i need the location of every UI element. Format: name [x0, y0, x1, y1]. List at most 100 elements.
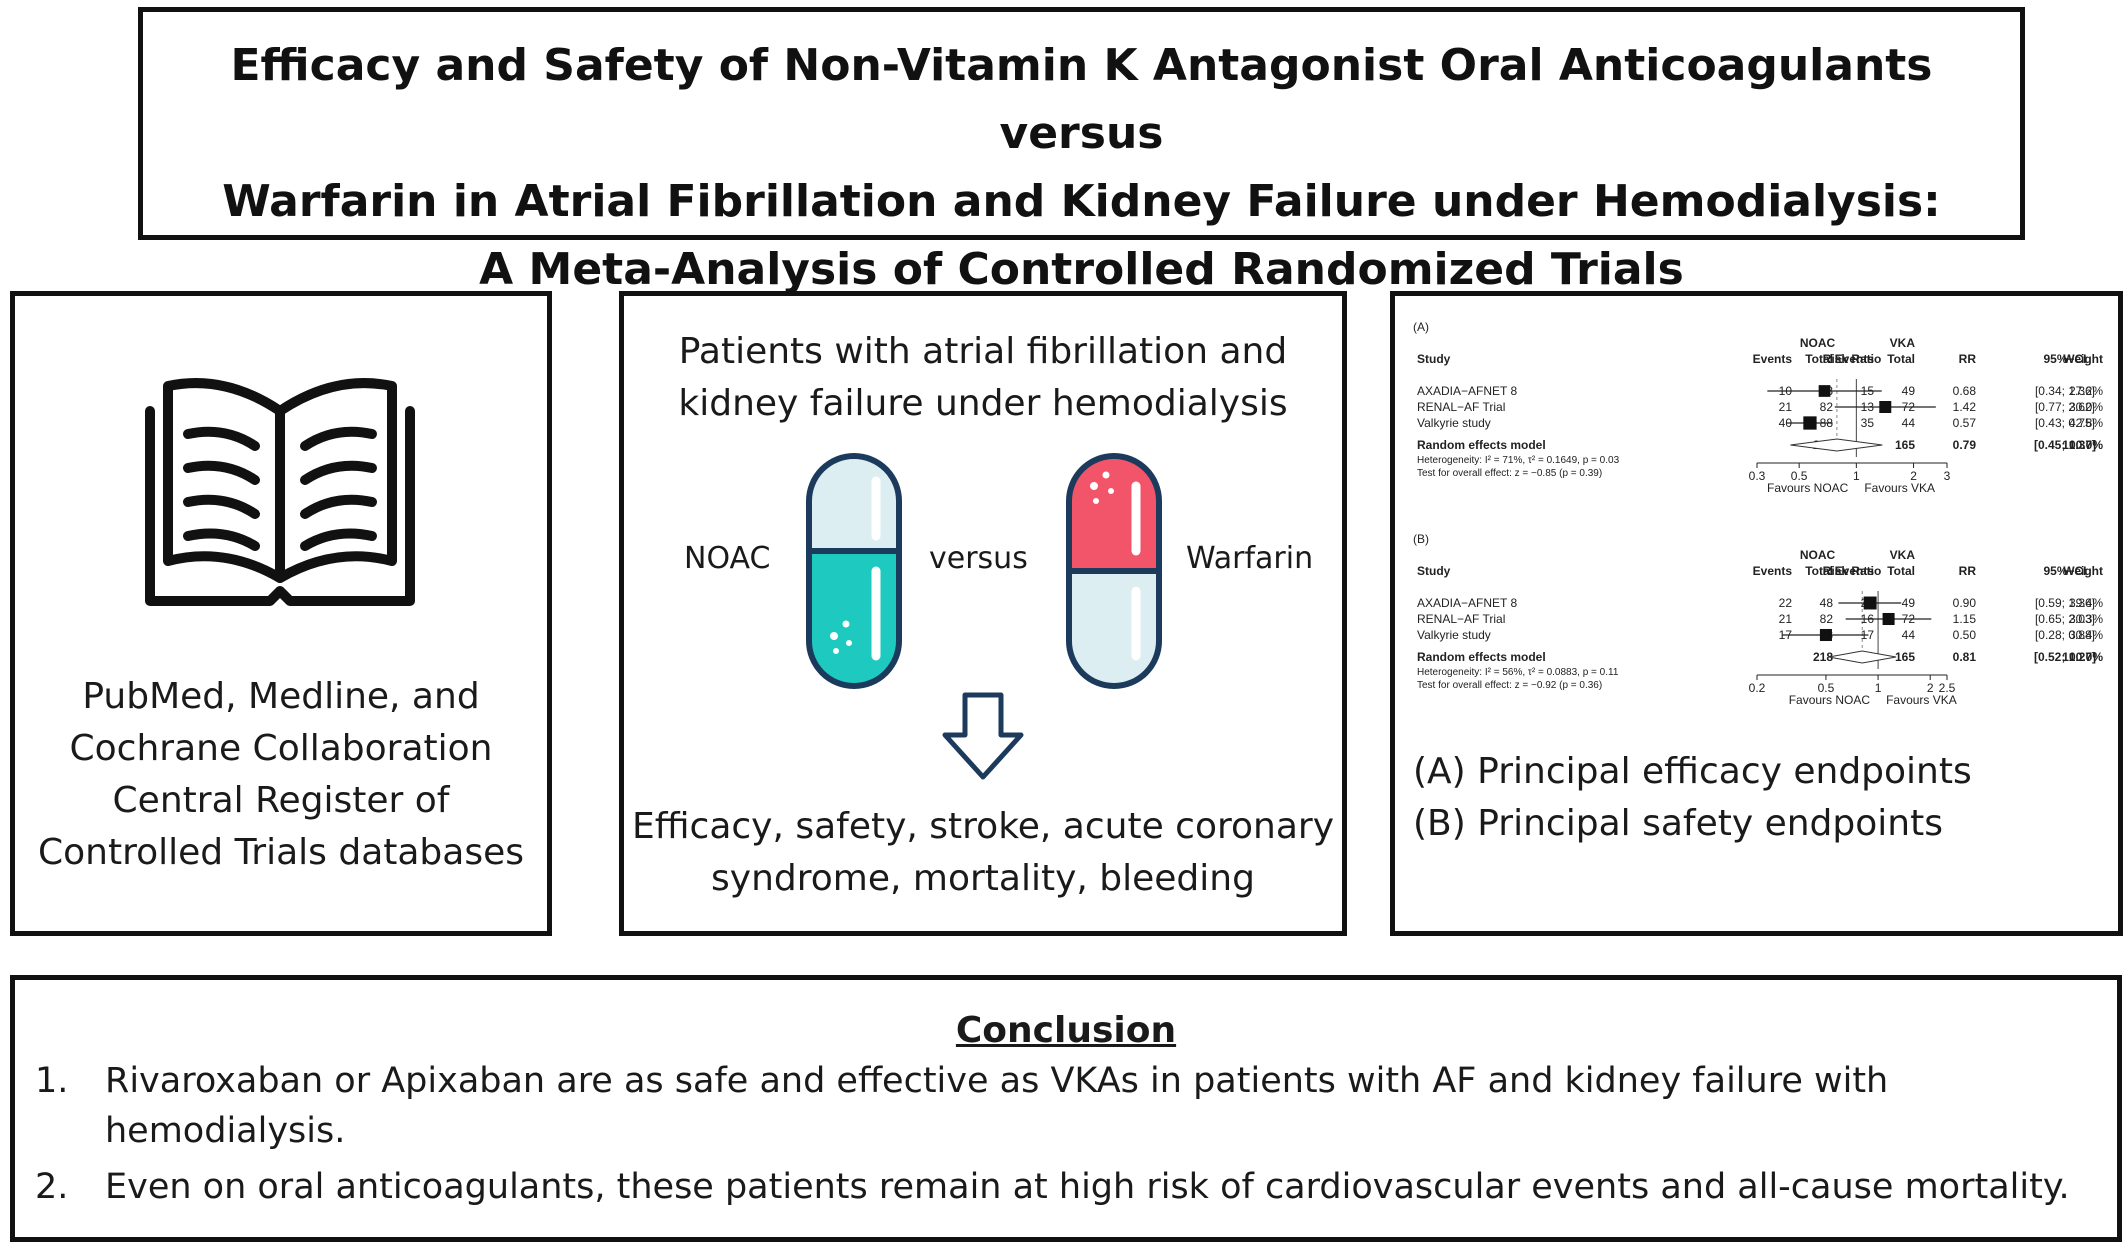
x-tick-label: 0.3	[1749, 469, 1766, 483]
database-line: Controlled Trials databases	[38, 832, 524, 873]
pooled-ci: [0.45; 1.37]	[2034, 438, 2096, 452]
noac-total: 82	[1820, 400, 1834, 414]
vka-total: 49	[1902, 596, 1916, 610]
panel-label: (A)	[1413, 320, 1429, 334]
warfarin-capsule-icon	[1066, 453, 1162, 689]
header-study: Study	[1417, 564, 1451, 578]
study-name: RENAL−AF Trial	[1417, 400, 1505, 414]
study-point	[1882, 612, 1895, 626]
header-group-vka: VKA	[1890, 548, 1916, 562]
search-panel: PubMed, Medline, and Cochrane Collaborat…	[10, 291, 552, 936]
header-risk-ratio: Risk Ratio	[1823, 564, 1882, 578]
study-ci: [0.28; 0.88]	[2035, 628, 2095, 642]
study-rr: 0.57	[1953, 416, 1977, 430]
x-tick-label: 1	[1875, 681, 1882, 695]
noac-events: 40	[1779, 416, 1793, 430]
x-tick-label: 2.5	[1939, 681, 1956, 695]
pooled-vka-total: 165	[1895, 438, 1915, 452]
study-point	[1863, 596, 1877, 610]
pooled-rr: 0.79	[1953, 438, 1977, 452]
title-line-1: Efficacy and Safety of Non-Vitamin K Ant…	[230, 40, 1933, 159]
title-line-2: Warfarin in Atrial Fibrillation and Kidn…	[222, 176, 1941, 227]
conclusion-item-number: 1.	[35, 1061, 69, 1101]
noac-events: 21	[1779, 612, 1793, 626]
noac-events: 22	[1779, 596, 1793, 610]
header-group-vka: VKA	[1890, 336, 1916, 350]
study-ci: [0.34; 1.36]	[2035, 384, 2095, 398]
outcome-line: syndrome, mortality, bleeding	[711, 858, 1255, 899]
title-box: Efficacy and Safety of Non-Vitamin K Ant…	[138, 7, 2025, 295]
study-name: Valkyrie study	[1417, 628, 1491, 642]
x-tick-label: 2	[1927, 681, 1934, 695]
outcome-line: Efficacy, safety, stroke, acute coronary	[631, 806, 1335, 847]
study-point	[1818, 385, 1831, 397]
study-weight: 30.4%	[2069, 628, 2103, 642]
study-point	[1819, 628, 1832, 642]
study-rr: 1.42	[1953, 400, 1977, 414]
header-ci: 95%−CI	[2043, 352, 2086, 366]
study-rr: 0.90	[1953, 596, 1977, 610]
x-tick-label: 1	[1853, 469, 1860, 483]
study-rr: 0.68	[1953, 384, 1977, 398]
overall-effect-text: Test for overall effect: z = −0.85 (p = …	[1417, 468, 1602, 479]
heterogeneity-text: Heterogeneity: I² = 71%, τ² = 0.1649, p …	[1417, 455, 1620, 466]
population-line: kidney failure under hemodialysis	[678, 383, 1288, 424]
comparison-panel: Patients with atrial fibrillation and ki…	[619, 291, 1347, 936]
x-tick-label: 0.5	[1818, 681, 1835, 695]
conclusion-heading: Conclusion	[955, 1010, 1177, 1051]
header-group-noac: NOAC	[1800, 336, 1836, 350]
x-tick-label: 0.5	[1791, 469, 1808, 483]
header-study: Study	[1417, 352, 1451, 366]
outcomes-text: Efficacy, safety, stroke, acute coronary…	[624, 801, 1342, 905]
noac-label: NOAC	[684, 541, 771, 576]
conclusion-box: Conclusion 1. Rivaroxaban or Apixaban ar…	[10, 975, 2122, 1242]
header-events: Events	[1753, 564, 1793, 578]
conclusion-item-text: Rivaroxaban or Apixaban are as safe and …	[105, 1061, 1889, 1151]
vka-total: 49	[1902, 384, 1916, 398]
noac-total: 82	[1820, 612, 1834, 626]
x-tick-label: 3	[1944, 469, 1951, 483]
favours-left-label: Favours NOAC	[1767, 481, 1849, 495]
pooled-name: Random effects model	[1417, 438, 1546, 452]
study-weight: 30.0%	[2069, 400, 2103, 414]
panel-label: (B)	[1413, 532, 1429, 546]
conclusion-item: 1. Rivaroxaban or Apixaban are as safe a…	[35, 1056, 2095, 1156]
x-tick-label: 0.2	[1749, 681, 1766, 695]
pooled-vka-total: 165	[1895, 650, 1915, 664]
heterogeneity-text: Heterogeneity: I² = 56%, τ² = 0.0883, p …	[1417, 667, 1619, 678]
noac-total: 48	[1820, 596, 1834, 610]
conclusion-list: 1. Rivaroxaban or Apixaban are as safe a…	[35, 1056, 2095, 1218]
study-point	[1879, 401, 1892, 413]
header-total: Total	[1805, 564, 1833, 578]
study-weight: 39.4%	[2069, 596, 2103, 610]
overall-effect-text: Test for overall effect: z = −0.92 (p = …	[1417, 680, 1602, 691]
header-weight: Weight	[2063, 564, 2103, 578]
header-group-noac: NOAC	[1800, 548, 1836, 562]
study-ci: [0.77; 2.62]	[2035, 400, 2095, 414]
favours-left-label: Favours NOAC	[1789, 693, 1871, 707]
header-events: Events	[1835, 352, 1875, 366]
noac-events: 21	[1779, 400, 1793, 414]
pooled-weight: 100.0%	[2062, 438, 2103, 452]
database-line: Cochrane Collaboration	[69, 728, 493, 769]
vka-total: 44	[1902, 628, 1916, 642]
study-ci: [0.65; 2.03]	[2035, 612, 2095, 626]
population-line: Patients with atrial fibrillation and	[678, 331, 1288, 372]
study-rr: 1.15	[1953, 612, 1977, 626]
population-text: Patients with atrial fibrillation and ki…	[624, 326, 1342, 430]
header-rr: RR	[1959, 564, 1977, 578]
pooled-diamond	[1790, 438, 1883, 452]
study-ci: [0.43; 0.75]	[2035, 416, 2095, 430]
study-point	[1803, 416, 1817, 430]
header-weight: Weight	[2063, 352, 2103, 366]
header-risk-ratio: Risk Ratio	[1823, 352, 1882, 366]
conclusion-item-text: Even on oral anticoagulants, these patie…	[105, 1167, 2070, 1207]
study-name: Valkyrie study	[1417, 416, 1491, 430]
vka-total: 44	[1902, 416, 1916, 430]
study-name: AXADIA−AFNET 8	[1417, 596, 1517, 610]
header-rr: RR	[1959, 352, 1977, 366]
header-total: Total	[1887, 564, 1915, 578]
study-weight: 42.8%	[2069, 416, 2103, 430]
study-ci: [0.59; 1.36]	[2035, 596, 2095, 610]
